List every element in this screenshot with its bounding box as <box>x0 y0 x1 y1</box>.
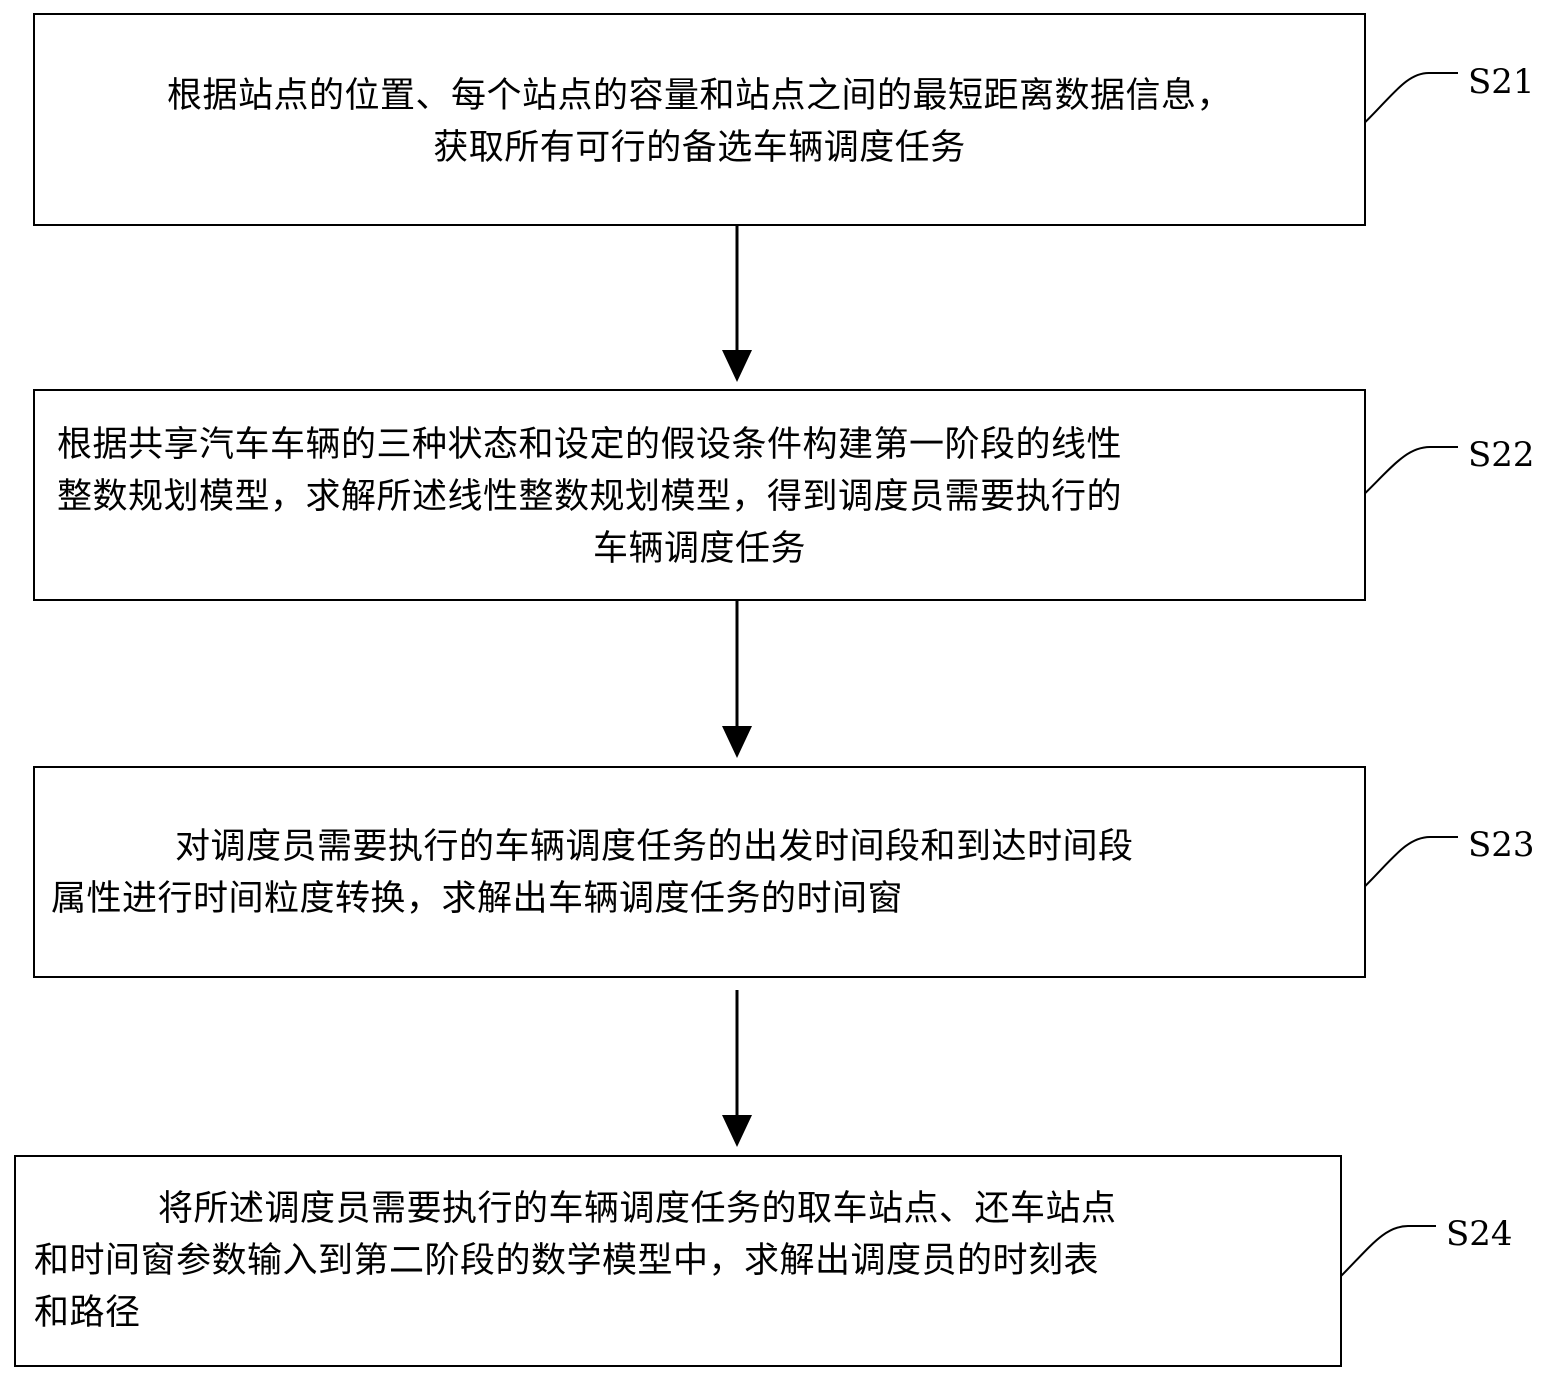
leader-line-s22 <box>1355 446 1458 503</box>
arrow-s21-to-s22 <box>722 226 752 382</box>
step-text-s23: 对调度员需要执行的车辆调度任务的出发时间段和到达时间段 属性进行时间粒度转换，求… <box>51 821 1342 925</box>
step-box-s22: 根据共享汽车车辆的三种状态和设定的假设条件构建第一阶段的线性 整数规划模型，求解… <box>33 389 1366 601</box>
step-label-s22: S22 <box>1468 435 1535 475</box>
step-s21-line-2: 获取所有可行的备选车辆调度任务 <box>433 128 966 168</box>
step-label-s21: S21 <box>1468 62 1535 102</box>
step-s23-line-2: 属性进行时间粒度转换，求解出车辆调度任务的时间窗 <box>51 879 904 919</box>
leader-line-s23 <box>1355 836 1458 896</box>
step-box-s24: 将所述调度员需要执行的车辆调度任务的取车站点、还车站点 和时间窗参数输入到第二阶… <box>14 1155 1342 1367</box>
step-s22-line-1: 根据共享汽车车辆的三种状态和设定的假设条件构建第一阶段的线性 <box>57 425 1123 465</box>
step-box-s21: 根据站点的位置、每个站点的容量和站点之间的最短距离数据信息， 获取所有可行的备选… <box>33 13 1366 226</box>
step-text-s24: 将所述调度员需要执行的车辆调度任务的取车站点、还车站点 和时间窗参数输入到第二阶… <box>34 1183 1318 1339</box>
step-s22-line-2: 整数规划模型，求解所述线性整数规划模型，得到调度员需要执行的 <box>57 477 1123 517</box>
step-s24-line-1: 将所述调度员需要执行的车辆调度任务的取车站点、还车站点 <box>158 1189 1117 1229</box>
step-label-s23: S23 <box>1468 825 1535 865</box>
step-text-s22: 根据共享汽车车辆的三种状态和设定的假设条件构建第一阶段的线性 整数规划模型，求解… <box>57 419 1342 575</box>
arrow-s23-to-s24 <box>722 990 752 1147</box>
leader-line-s24 <box>1333 1225 1436 1284</box>
step-s24-line-3: 和路径 <box>34 1293 141 1333</box>
step-box-s23: 对调度员需要执行的车辆调度任务的出发时间段和到达时间段 属性进行时间粒度转换，求… <box>33 766 1366 978</box>
step-text-s21: 根据站点的位置、每个站点的容量和站点之间的最短距离数据信息， 获取所有可行的备选… <box>57 70 1342 174</box>
leader-line-s21 <box>1355 71 1458 132</box>
step-label-s24: S24 <box>1446 1214 1513 1254</box>
step-s24-line-2: 和时间窗参数输入到第二阶段的数学模型中，求解出调度员的时刻表 <box>34 1241 1100 1281</box>
step-s23-line-1: 对调度员需要执行的车辆调度任务的出发时间段和到达时间段 <box>175 827 1134 867</box>
arrow-s22-to-s23 <box>722 601 752 758</box>
step-s22-line-3: 车辆调度任务 <box>592 529 806 569</box>
step-s21-line-1: 根据站点的位置、每个站点的容量和站点之间的最短距离数据信息， <box>166 76 1232 116</box>
